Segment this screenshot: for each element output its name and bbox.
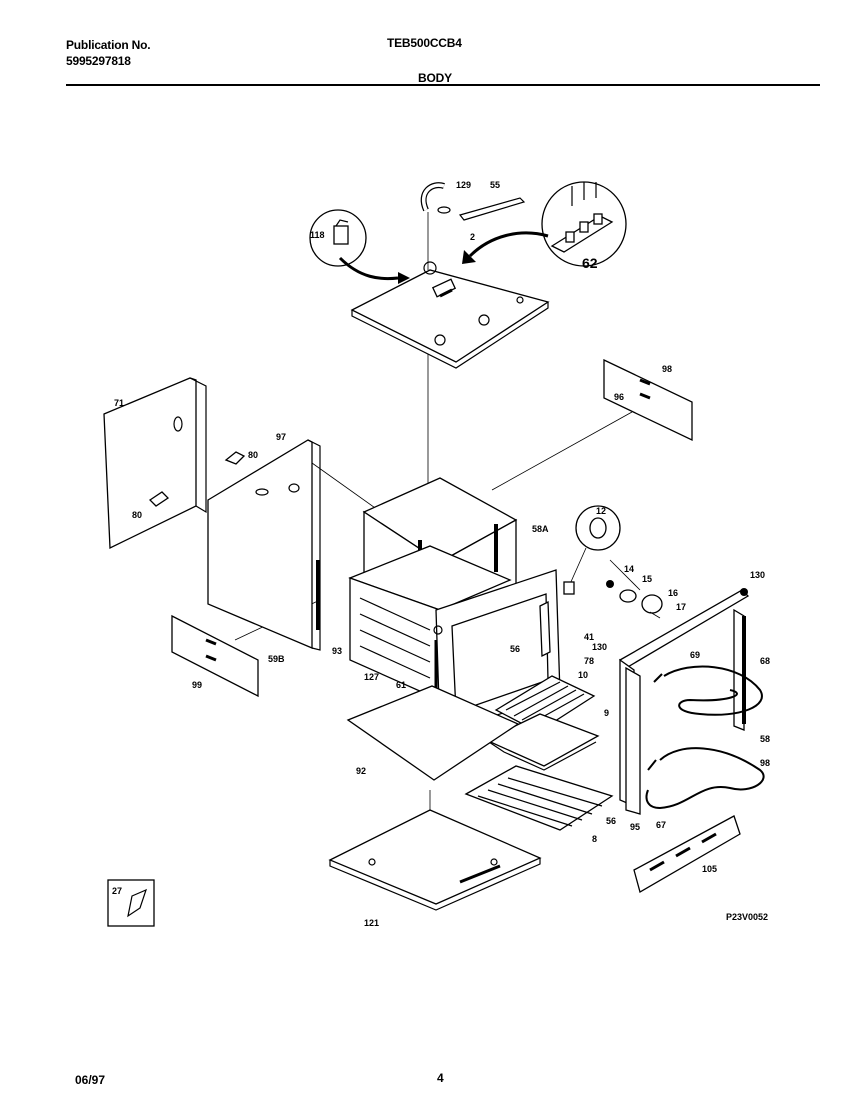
gasket-strip — [458, 197, 526, 221]
detail-callout-118 — [309, 209, 410, 284]
detail-callout-62 — [462, 181, 627, 267]
part-number-labels: 129 55 2 118 62 98 71 97 80 80 58A 12 14… — [112, 180, 770, 928]
part-label-130-left: 130 — [592, 642, 607, 652]
part-label-58a: 58A — [532, 524, 549, 534]
part-label-59b: 59B — [268, 654, 285, 664]
part-label-99: 99 — [192, 680, 202, 690]
part-label-56-mid: 56 — [510, 644, 520, 654]
part-label-80-lower: 80 — [132, 510, 142, 520]
diagram-code: P23V0052 — [726, 912, 768, 922]
part-label-93: 93 — [332, 646, 342, 656]
part-label-118: 118 — [310, 230, 325, 240]
assembly-leader-lines — [234, 354, 641, 810]
part-label-130-right: 130 — [750, 570, 765, 580]
left-side-panel — [207, 439, 321, 651]
model-number: TEB500CCB4 — [387, 36, 462, 50]
oven-liner — [348, 545, 512, 702]
publication-number: 5995297818 — [66, 54, 131, 68]
base-pan — [328, 809, 542, 911]
part-label-16: 16 — [668, 588, 678, 598]
part-label-69: 69 — [690, 650, 700, 660]
part-label-2: 2 — [470, 232, 475, 242]
part-label-67: 67 — [656, 820, 666, 830]
header-rule — [66, 84, 820, 86]
vent-tube — [420, 182, 451, 270]
vent-trim — [619, 588, 750, 815]
part-label-92: 92 — [356, 766, 366, 776]
side-bracket-upper — [603, 358, 693, 442]
kick-panel — [633, 815, 741, 893]
part-label-80-upper: 80 — [248, 450, 258, 460]
part-label-15: 15 — [642, 574, 652, 584]
part-label-10: 10 — [578, 670, 588, 680]
element-bracket — [539, 600, 551, 658]
part-label-129: 129 — [456, 180, 471, 190]
part-label-27: 27 — [112, 886, 122, 896]
page-number: 4 — [437, 1071, 444, 1085]
part-label-17: 17 — [676, 602, 686, 612]
part-label-98-upper: 98 — [662, 364, 672, 374]
part-label-56-low: 56 — [606, 816, 616, 826]
footer-date: 06/97 — [75, 1073, 106, 1087]
rear-panel — [103, 377, 207, 550]
part-label-127: 127 — [364, 672, 379, 682]
broil-element — [653, 665, 763, 716]
part-label-78: 78 — [584, 656, 594, 666]
clip-upper — [224, 451, 246, 465]
part-label-58: 58 — [760, 734, 770, 744]
section-title: BODY — [418, 71, 452, 85]
part-label-71: 71 — [114, 398, 124, 408]
part-label-96: 96 — [614, 392, 624, 402]
part-label-97: 97 — [276, 432, 286, 442]
part-label-14: 14 — [624, 564, 634, 574]
publication-label: Publication No. — [66, 38, 151, 52]
bake-element — [645, 747, 765, 810]
part-label-121: 121 — [364, 918, 379, 928]
part-label-68: 68 — [760, 656, 770, 666]
part-label-62: 62 — [582, 255, 598, 271]
part-label-61: 61 — [396, 680, 406, 690]
detail-callout-12 — [563, 505, 621, 595]
lamp-parts — [606, 580, 663, 619]
part-label-105: 105 — [702, 864, 717, 874]
part-label-8: 8 — [592, 834, 597, 844]
part-label-55: 55 — [490, 180, 500, 190]
part-label-9: 9 — [604, 708, 609, 718]
part-label-41: 41 — [584, 632, 594, 642]
top-panel — [350, 261, 550, 369]
part-label-12: 12 — [596, 506, 606, 516]
oven-rack — [464, 765, 614, 831]
part-label-98-lower: 98 — [760, 758, 770, 768]
bottom-panel — [346, 685, 520, 781]
inset-part-27 — [107, 879, 155, 927]
side-bracket-lower — [171, 614, 259, 698]
part-label-95: 95 — [630, 822, 640, 832]
clip-lower — [148, 491, 170, 507]
